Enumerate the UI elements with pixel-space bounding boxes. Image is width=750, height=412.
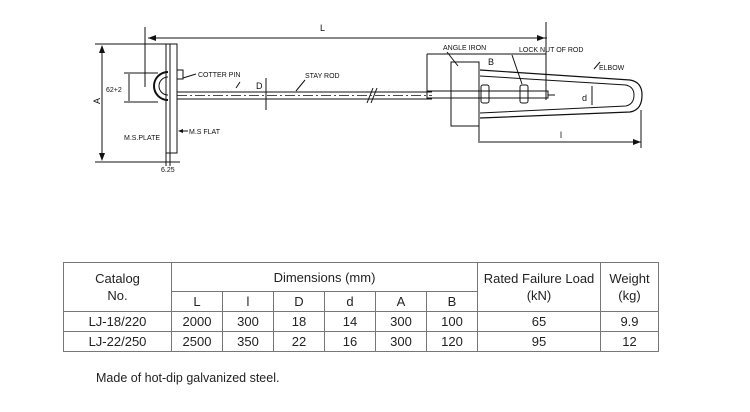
spec-table: Catalog No. Dimensions (mm) Rated Failur… (63, 262, 659, 352)
label-lock-nut: LOCK NUT OF ROD (519, 47, 583, 54)
header-catalog: Catalog No. (63, 262, 172, 312)
subheader-D: D (273, 291, 325, 312)
label-elbow: ELBOW (599, 65, 625, 72)
header-dimensions: Dimensions (mm) (171, 262, 478, 292)
label-l: l (560, 130, 562, 140)
subheader-d: d (324, 291, 376, 312)
angle-iron (450, 61, 480, 127)
label-d: d (582, 93, 587, 103)
arrow-L-left (148, 35, 156, 41)
label-angle-iron: ANGLE IRON (443, 45, 486, 52)
label-ms-plate: M.S.PLATE (124, 135, 160, 142)
header-load: Rated Failure Load (kN) (477, 262, 601, 312)
material-caption: Made of hot-dip galvanized steel. (96, 371, 280, 385)
subheader-B: B (426, 291, 478, 312)
ms-plate (165, 43, 178, 154)
label-B: B (488, 57, 494, 67)
label-L: L (320, 23, 325, 33)
subheader-L: L (171, 291, 223, 312)
table-row: LJ-22/250 2500 350 22 16 300 120 95 12 (63, 331, 659, 352)
subheader-l: l (222, 291, 274, 312)
table-header-row: Catalog No. Dimensions (mm) Rated Failur… (63, 262, 659, 312)
arrow-L-right (537, 35, 545, 41)
label-stay-rod: STAY ROD (305, 73, 340, 80)
elbow (479, 69, 643, 119)
eye-bolt (153, 71, 169, 101)
subheader-A: A (375, 291, 427, 312)
table-row: LJ-18/220 2000 300 18 14 300 100 65 9.9 (63, 311, 659, 332)
label-ms-flat: M.S FLAT (189, 129, 221, 136)
label-cotter-pin: COTTER PIN (198, 72, 240, 79)
header-weight: Weight (kg) (600, 262, 659, 312)
label-D: D (256, 81, 263, 91)
label-62: 62+2 (106, 87, 122, 94)
label-A: A (92, 98, 102, 104)
label-thickness: 6.25 (161, 167, 175, 174)
stay-rod-diagram: L A 62+2 COTTER PIN D STAY ROD M.S.PLATE… (92, 22, 643, 174)
